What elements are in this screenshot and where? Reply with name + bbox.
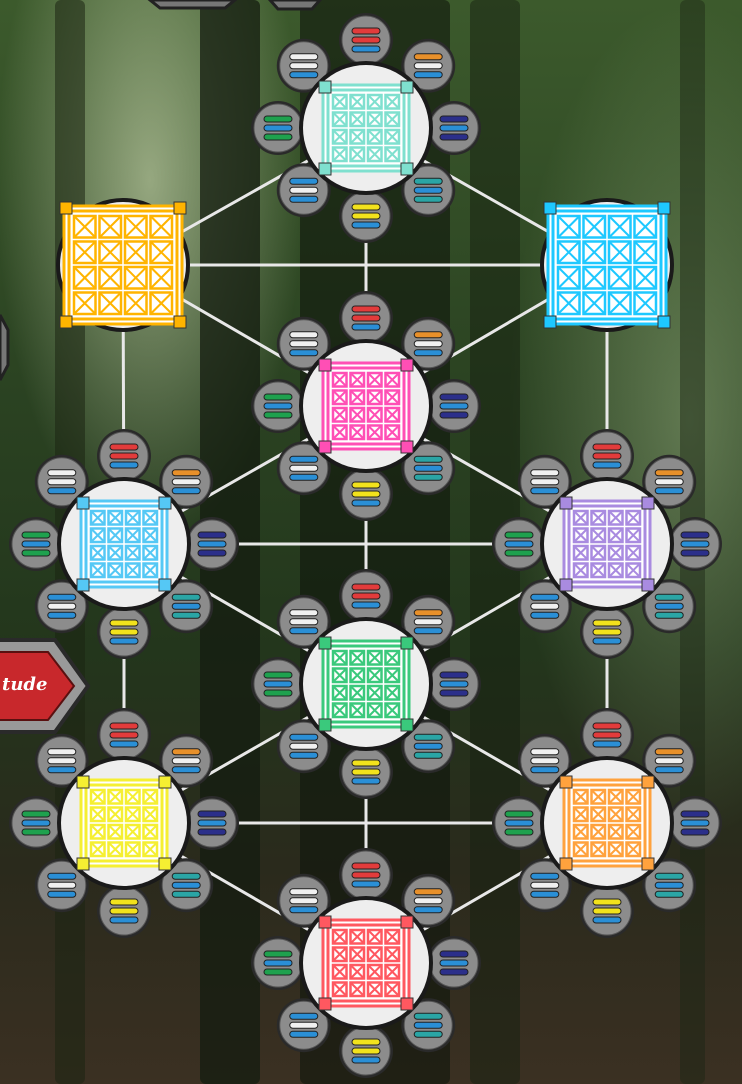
node-cyan[interactable] <box>9 429 239 659</box>
trigram-token[interactable] <box>9 796 63 850</box>
trigram-token[interactable] <box>427 101 481 155</box>
trigram-token[interactable] <box>251 101 305 155</box>
node-top[interactable] <box>251 13 481 243</box>
node-gold[interactable] <box>56 198 190 332</box>
trigram-token[interactable] <box>251 936 305 990</box>
node-magenta[interactable] <box>251 291 481 521</box>
trigram-token[interactable] <box>339 189 393 243</box>
trigram-token[interactable] <box>427 379 481 433</box>
node-green[interactable] <box>251 569 481 799</box>
trigram-token[interactable] <box>251 379 305 433</box>
trigram-token[interactable] <box>580 708 634 762</box>
trigram-token[interactable] <box>339 1024 393 1078</box>
trigram-token[interactable] <box>97 429 151 483</box>
trigram-token[interactable] <box>339 569 393 623</box>
trigram-token[interactable] <box>97 884 151 938</box>
trigram-token[interactable] <box>492 796 546 850</box>
trigram-token[interactable] <box>339 848 393 902</box>
node-yellow[interactable] <box>9 708 239 938</box>
trigram-token[interactable] <box>97 708 151 762</box>
trigram-token[interactable] <box>97 605 151 659</box>
trigram-token[interactable] <box>339 467 393 521</box>
side-label: tude <box>2 674 47 695</box>
trigram-token[interactable] <box>185 796 239 850</box>
trigram-token[interactable] <box>339 13 393 67</box>
trigram-token[interactable] <box>339 291 393 345</box>
node-orange[interactable] <box>492 708 722 938</box>
trigram-token[interactable] <box>339 745 393 799</box>
trigram-token[interactable] <box>668 796 722 850</box>
trigram-token[interactable] <box>427 936 481 990</box>
top-hex-button[interactable] <box>150 0 320 9</box>
trigram-token[interactable] <box>185 517 239 571</box>
trigram-token[interactable] <box>9 517 63 571</box>
node-skyblue-big[interactable] <box>540 198 674 332</box>
node-lavender[interactable] <box>492 429 722 659</box>
node-red[interactable] <box>251 848 481 1078</box>
trigram-token[interactable] <box>492 517 546 571</box>
trigram-token[interactable] <box>668 517 722 571</box>
trigram-token[interactable] <box>580 605 634 659</box>
trigram-token[interactable] <box>580 429 634 483</box>
trigram-token[interactable] <box>580 884 634 938</box>
trigram-token[interactable] <box>251 657 305 711</box>
side-hex-button[interactable] <box>0 315 8 380</box>
trigram-token[interactable] <box>427 657 481 711</box>
